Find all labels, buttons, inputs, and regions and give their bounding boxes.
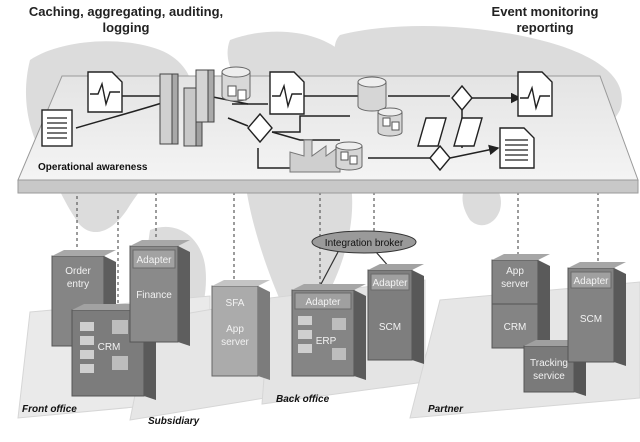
integration-broker-label: Integration broker (325, 238, 404, 249)
event-monitor-icon (517, 71, 553, 117)
tracking-service-label-line-2: service (533, 371, 565, 382)
crm-front-server: CRM (71, 304, 156, 400)
monitor-waveform-icon-1 (87, 71, 123, 113)
app-server-sub-label-line-1: App (226, 324, 244, 335)
heading-left: Caching, aggregating, auditing, logging (29, 4, 223, 35)
front-office-label: Front office (22, 404, 77, 415)
adapter-scm-back-label: Adapter (372, 278, 408, 289)
scm-back-server: Adapter SCM (367, 264, 424, 364)
decision-diamond-1 (247, 112, 273, 144)
tracking-service-label-line-1: Tracking (530, 358, 568, 369)
order-entry-label-line-1: Order (65, 266, 91, 277)
partner-app-server: App server CRM (491, 254, 550, 352)
database-icon-1 (221, 66, 251, 102)
erp-server: Adapter ERP (291, 284, 366, 380)
crm-partner-label: CRM (504, 322, 527, 333)
integration-broker: Integration broker (311, 230, 417, 287)
scm-partner-label: SCM (580, 314, 602, 325)
database-icon-4 (335, 141, 363, 171)
subsidiary-label: Subsidiary (148, 416, 200, 427)
heading-right-line-1: Event monitoring (492, 4, 599, 19)
adapter-scm-partner-label: Adapter (573, 276, 609, 287)
app-server-partner-label-line-1: App (506, 266, 524, 277)
card-icon-1 (417, 117, 447, 147)
order-entry-label-line-2: entry (67, 279, 89, 290)
front-office-group: Order entry CRM Front office (22, 250, 156, 415)
factory-icon (289, 139, 341, 173)
scm-back-label: SCM (379, 322, 401, 333)
order-entry-server: Order entry (51, 250, 116, 350)
heading-left-line-2: logging (103, 20, 150, 35)
adapter-sub-label: Adapter (136, 255, 172, 266)
database-icon-2 (357, 76, 387, 112)
back-office-label: Back office (276, 394, 330, 405)
back-office-group: Integration broker Adapter ERP Adapter S… (276, 230, 424, 405)
finance-server: Adapter Finance (129, 240, 190, 346)
partner-group: App server CRM Tracking service Adapter … (428, 254, 626, 415)
app-server-partner-label-line-2: server (501, 279, 529, 290)
heading-right-line-2: reporting (516, 20, 573, 35)
scm-partner-server: Adapter SCM (567, 262, 626, 366)
finance-label: Finance (136, 290, 172, 301)
card-icon-2 (453, 117, 483, 147)
decision-diamond-2 (451, 84, 473, 112)
erp-label: ERP (316, 336, 337, 347)
report-document-icon (41, 109, 73, 147)
crm-front-label: CRM (98, 342, 121, 353)
heading-left-line-1: Caching, aggregating, auditing, (29, 4, 223, 19)
app-server-sub-label-line-2: server (221, 337, 249, 348)
partner-label: Partner (428, 404, 464, 415)
heading-right: Event monitoring reporting (492, 4, 599, 35)
database-icon-3 (377, 107, 403, 137)
subsidiary-group: Adapter Finance SFA App server Subsidiar… (129, 240, 270, 427)
decision-diamond-3 (429, 144, 451, 172)
adapter-erp-label: Adapter (305, 297, 341, 308)
report-output-icon (499, 127, 535, 169)
monitor-waveform-icon-2 (269, 71, 305, 115)
sfa-label: SFA (226, 298, 245, 309)
cache-bars-icon (159, 69, 215, 147)
sfa-server: SFA App server (211, 280, 270, 380)
platform-label: Operational awareness (38, 162, 148, 173)
